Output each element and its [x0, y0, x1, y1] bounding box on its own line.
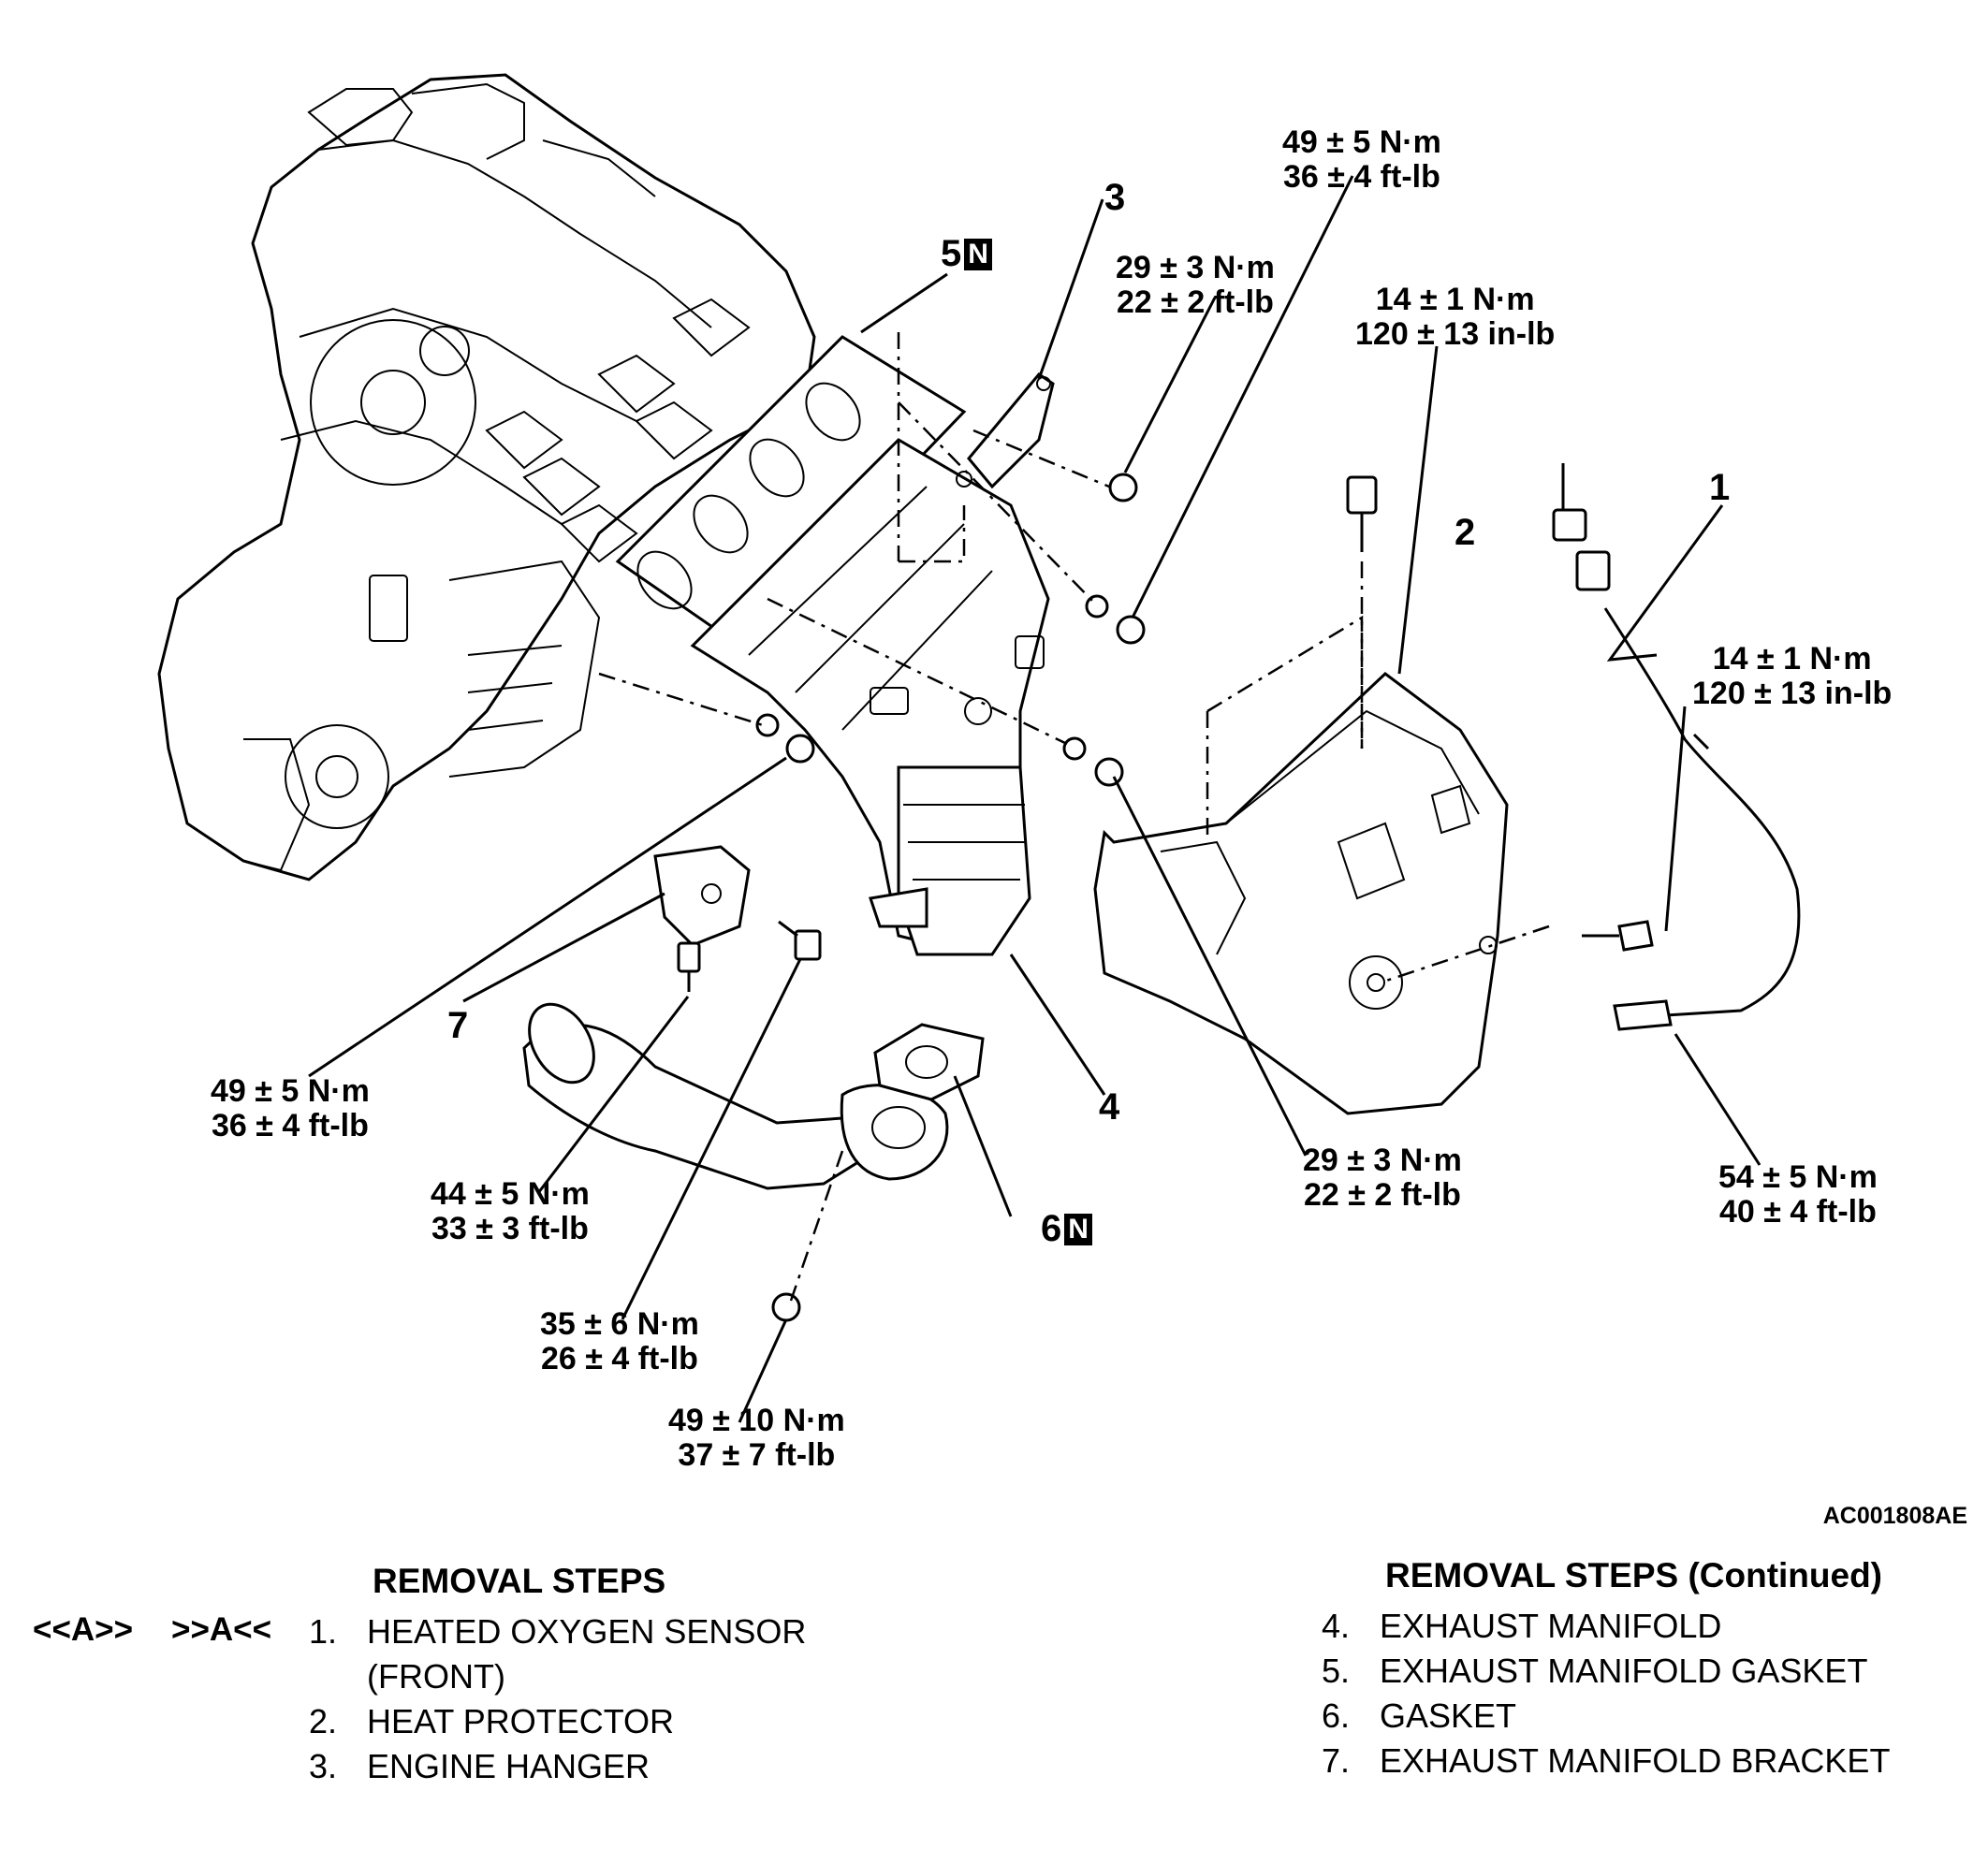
torque-imperial: 40 ± 4 ft-lb: [1718, 1194, 1877, 1230]
torque-imperial: 22 ± 2 ft-lb: [1116, 284, 1274, 320]
removal-steps: REMOVAL STEPS 1. HEATED OXYGEN SENSOR (F…: [309, 1559, 806, 1789]
step-number: 7.: [1322, 1741, 1351, 1780]
torque-nm: 49 ± 10 N·m: [668, 1403, 845, 1438]
torque-imperial: 22 ± 2 ft-lb: [1303, 1177, 1461, 1213]
gasket-drawing: [873, 1023, 985, 1101]
exhaust-manifold-drawing: [690, 438, 1050, 956]
step-number: 1.: [309, 1612, 338, 1651]
removal-steps-title: REMOVAL STEPS: [373, 1562, 666, 1600]
torque-imperial: 36 ± 4 ft-lb: [1282, 159, 1440, 195]
engine-hanger-drawing: [956, 372, 1055, 489]
removal-steps-continued-title: REMOVAL STEPS (Continued): [1385, 1556, 1883, 1594]
install-reference: <<A>>: [33, 1611, 134, 1648]
torque-spec-oxygen-sensor: 54 ± 5 N·m 40 ± 4 ft-lb: [1718, 1160, 1878, 1230]
engine-block-drawing: [157, 73, 816, 881]
assembly-lines: [598, 332, 1550, 1302]
step-label: HEATED OXYGEN SENSOR: [367, 1612, 807, 1651]
remove-reference: >>A<<: [171, 1611, 272, 1648]
callout-5-new-part-mark: N: [964, 239, 992, 270]
torque-spec-stud: 44 ± 5 N·m 33 ± 3 ft-lb: [431, 1177, 590, 1246]
removal-step: 4. EXHAUST MANIFOLD: [1322, 1604, 1890, 1649]
torque-imperial: 36 ± 4 ft-lb: [211, 1108, 369, 1143]
removal-step: 3. ENGINE HANGER: [309, 1744, 806, 1789]
torque-spec-pipe-nut: 49 ± 10 N·m 37 ± 7 ft-lb: [668, 1404, 845, 1473]
torque-imperial: 120 ± 13 in-lb: [1355, 316, 1556, 352]
removal-step: 2. HEAT PROTECTOR: [309, 1699, 806, 1744]
torque-spec-manifold-nut: 49 ± 5 N·m 36 ± 4 ft-lb: [211, 1074, 370, 1143]
removal-steps-continued: REMOVAL STEPS (Continued) 4. EXHAUST MAN…: [1322, 1553, 1890, 1783]
removal-step: 7. EXHAUST MANIFOLD BRACKET: [1322, 1739, 1890, 1783]
step-label: EXHAUST MANIFOLD BRACKET: [1380, 1741, 1891, 1780]
callout-2: 2: [1454, 512, 1476, 553]
torque-spec-sensor-bolt: 14 ± 1 N·m 120 ± 13 in-lb: [1692, 642, 1892, 711]
callout-7: 7: [447, 1005, 469, 1046]
figure-code: AC001808AE: [1822, 1503, 1967, 1529]
step-label: GASKET: [1380, 1696, 1517, 1735]
step-number: 3.: [309, 1747, 338, 1785]
step-number: 6.: [1322, 1696, 1351, 1735]
removal-step-continued-line: (FRONT): [309, 1654, 806, 1699]
torque-nm: 54 ± 5 N·m: [1718, 1159, 1878, 1195]
callout-3: 3: [1104, 177, 1126, 218]
torque-nm: 35 ± 6 N·m: [540, 1306, 699, 1342]
torque-spec-top: 49 ± 5 N·m 36 ± 4 ft-lb: [1282, 125, 1441, 195]
torque-nm: 14 ± 1 N·m: [1712, 641, 1872, 677]
removal-step: 1. HEATED OXYGEN SENSOR: [309, 1609, 806, 1654]
step-label: ENGINE HANGER: [367, 1747, 650, 1785]
callout-6-new-part-mark: N: [1064, 1214, 1092, 1245]
step-label: (FRONT): [367, 1657, 505, 1696]
manifold-bracket-drawing: [653, 845, 751, 947]
torque-imperial: 120 ± 13 in-lb: [1692, 676, 1893, 711]
step-label: EXHAUST MANIFOLD GASKET: [1380, 1652, 1868, 1690]
torque-nm: 14 ± 1 N·m: [1375, 282, 1535, 317]
callout-6-number: 6: [1041, 1208, 1062, 1249]
callout-4: 4: [1099, 1086, 1120, 1128]
step-label: HEAT PROTECTOR: [367, 1702, 675, 1740]
exhaust-pipe-drawing: [522, 1002, 949, 1190]
torque-nm: 49 ± 5 N·m: [1282, 124, 1441, 160]
callout-5-number: 5: [941, 233, 962, 274]
torque-spec-heat-protector: 14 ± 1 N·m 120 ± 13 in-lb: [1355, 283, 1555, 352]
torque-spec-bracket-bolt: 35 ± 6 N·m 26 ± 4 ft-lb: [540, 1307, 699, 1376]
torque-spec-hanger: 29 ± 3 N·m 22 ± 2 ft-lb: [1116, 251, 1275, 320]
torque-nm: 29 ± 3 N·m: [1303, 1143, 1462, 1178]
removal-step: 6. GASKET: [1322, 1694, 1890, 1739]
heat-protector-drawing: [1093, 672, 1509, 1115]
step-number: 4.: [1322, 1607, 1351, 1645]
torque-spec-protector-nut: 29 ± 3 N·m 22 ± 2 ft-lb: [1303, 1143, 1462, 1213]
manifold-gasket-drawing: [615, 335, 967, 648]
torque-nm: 49 ± 5 N·m: [211, 1073, 370, 1109]
leader-lines: [308, 175, 1761, 1423]
step-number: 2.: [309, 1702, 338, 1740]
oxygen-sensor-drawing: [1552, 463, 1801, 1031]
callout-1: 1: [1709, 467, 1731, 508]
torque-nm: 44 ± 5 N·m: [431, 1176, 590, 1212]
torque-imperial: 33 ± 3 ft-lb: [431, 1211, 589, 1246]
torque-imperial: 26 ± 4 ft-lb: [540, 1341, 698, 1376]
torque-imperial: 37 ± 7 ft-lb: [678, 1437, 836, 1473]
step-label: EXHAUST MANIFOLD: [1380, 1607, 1722, 1645]
removal-step: 5. EXHAUST MANIFOLD GASKET: [1322, 1649, 1890, 1694]
step-number: 5.: [1322, 1652, 1351, 1690]
torque-nm: 29 ± 3 N·m: [1116, 250, 1275, 285]
